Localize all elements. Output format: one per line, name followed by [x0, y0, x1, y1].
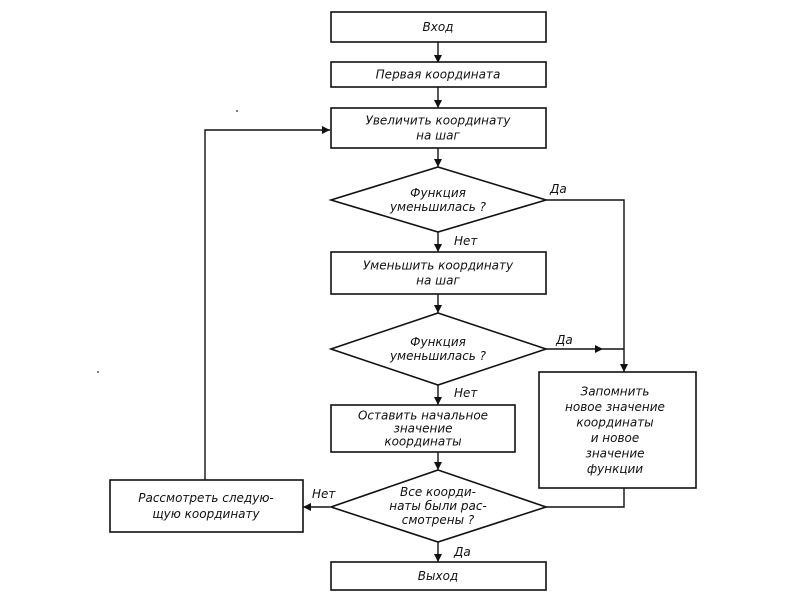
node-text-line: Уменьшить координату — [363, 259, 514, 273]
node-text-line: Все коорди- — [400, 485, 476, 499]
edge-label-d2-no: Нет — [454, 386, 478, 400]
node-text-line: новое значение — [565, 400, 665, 414]
node-text-line: Функция — [410, 186, 466, 200]
edge-remember-d3 — [546, 488, 625, 508]
node-text-line: значение — [585, 446, 644, 460]
arrowhead — [620, 364, 628, 372]
speck — [236, 110, 238, 112]
node-exit: Выход — [330, 561, 547, 591]
arrowheads — [303, 55, 628, 562]
node-text-line: Рассмотреть следую- — [138, 491, 274, 505]
node-text-line: координаты — [384, 435, 461, 449]
edge-next-loop-increase — [204, 129, 330, 480]
node-text-line: уменьшилась ? — [389, 349, 487, 363]
node-next-coordinate: Рассмотреть следую-щую координату — [109, 479, 304, 533]
node-text-line: щую координату — [152, 507, 260, 521]
node-text-line: Выход — [418, 569, 458, 583]
decision-all-coordinates-checked: Все коорди-наты были рас-смотрены ? — [328, 469, 549, 543]
edge-label-d2-yes: Да — [555, 333, 573, 347]
decision-all-coordinates-checked-text: Все коорди-наты были рас-смотрены ? — [389, 485, 487, 527]
arrowhead — [434, 55, 442, 63]
arrowhead — [434, 397, 442, 405]
arrowhead — [434, 462, 442, 470]
node-text-line: наты были рас- — [389, 499, 487, 513]
node-text-line: значение — [393, 422, 452, 436]
edge-label-d1-no: Нет — [454, 234, 478, 248]
node-text-line: смотрены ? — [402, 513, 475, 527]
arrowhead — [434, 244, 442, 252]
node-entry: Вход — [330, 11, 547, 43]
node-text-line: Вход — [423, 20, 454, 34]
arrowhead — [322, 126, 330, 134]
node-text-line: Запомнить — [581, 384, 650, 398]
arrowhead — [434, 305, 442, 313]
edge-label-d3-no: Нет — [312, 487, 336, 501]
node-text-line: Оставить начальное — [358, 409, 488, 423]
edge-d1-yes-remember — [546, 199, 625, 372]
node-text-line: функции — [587, 462, 643, 476]
arrowhead — [303, 503, 311, 511]
node-text-line: на шаг — [416, 129, 460, 143]
speck — [97, 371, 99, 373]
arrowhead — [434, 159, 442, 167]
node-text-line: на шаг — [416, 274, 460, 288]
node-text-line: и новое — [591, 431, 640, 445]
node-text-line: Первая координата — [376, 68, 501, 82]
edge-labels: Да Нет Да Нет Да Нет — [312, 182, 573, 559]
node-entry-text: Вход — [423, 20, 454, 34]
node-text-line: координаты — [576, 415, 653, 429]
edge-label-d1-yes: Да — [549, 182, 567, 196]
edge-label-d3-yes: Да — [453, 545, 471, 559]
node-next-coordinate-text: Рассмотреть следую-щую координату — [138, 491, 274, 521]
node-text-line: Увеличить координату — [366, 114, 512, 128]
node-first-coordinate-text: Первая координата — [376, 68, 501, 82]
connectors — [204, 42, 625, 562]
arrowhead — [595, 345, 603, 353]
node-first-coordinate: Первая координата — [330, 61, 547, 88]
arrowhead — [434, 554, 442, 562]
node-text-line: Функция — [410, 335, 466, 349]
arrowhead — [434, 100, 442, 108]
node-exit-text: Выход — [418, 569, 458, 583]
node-text-line: уменьшилась ? — [389, 200, 487, 214]
